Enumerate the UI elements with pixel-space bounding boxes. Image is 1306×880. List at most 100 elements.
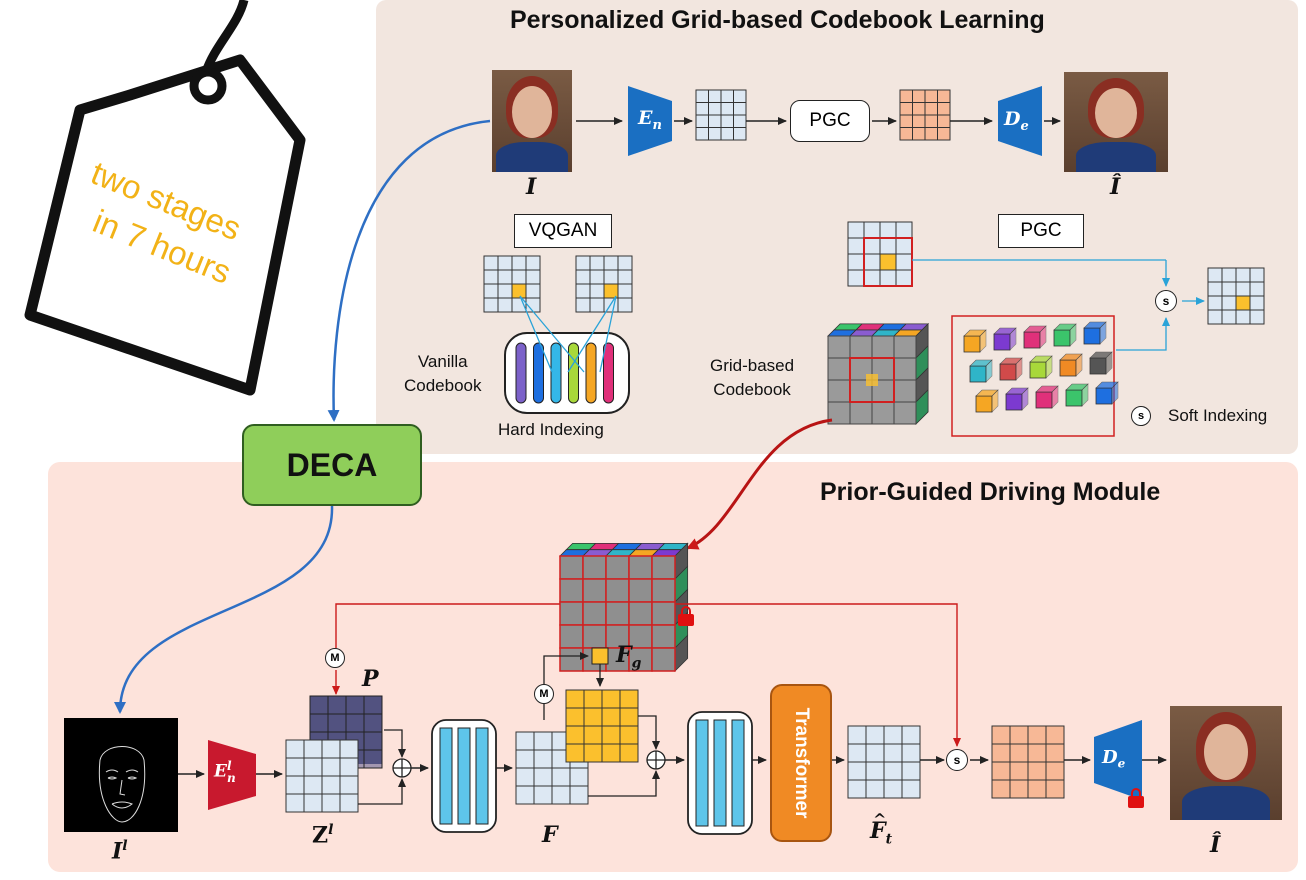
- codebook-vector: [533, 342, 544, 404]
- grid-cell: [1009, 743, 1029, 763]
- cube-front-cell: [651, 555, 676, 580]
- hard-indexing-label: Hard Indexing: [498, 420, 604, 439]
- grid-cell: [695, 102, 709, 116]
- grid-cell: [483, 283, 499, 299]
- cube-front-cell: [849, 401, 873, 425]
- grid-cell: [895, 253, 913, 271]
- grid-cell: [895, 269, 913, 287]
- grid-cell: [1045, 725, 1065, 745]
- grid-cell: [617, 297, 633, 313]
- grid-cell: [285, 757, 305, 777]
- codebook-block-side: [1105, 351, 1113, 375]
- grid-cell: [309, 713, 329, 733]
- cube-front-cell: [651, 578, 676, 603]
- cube-front-cell: [582, 624, 607, 649]
- codebook-block-side: [979, 329, 987, 353]
- grid-line-2: Codebook: [713, 380, 791, 399]
- grid-cell: [924, 127, 938, 141]
- grid-line-1: Grid-based: [710, 356, 795, 375]
- grid-cell: [339, 793, 359, 813]
- grid-cell: [733, 102, 747, 116]
- encoder-shape: [628, 86, 672, 156]
- grid-cell: [1221, 295, 1237, 311]
- cube-front-cell: [893, 379, 917, 403]
- grid-cell: [339, 775, 359, 795]
- decoder-shape: [998, 86, 1042, 156]
- grid-cell: [617, 283, 633, 299]
- grid-cell: [847, 779, 867, 799]
- lock-icon: [678, 606, 694, 626]
- grid-cell: [1027, 761, 1047, 781]
- grid-cell: [533, 731, 553, 751]
- grid-cell: [321, 739, 341, 759]
- landmark-encoder-shape: [208, 740, 256, 810]
- grid-cell: [575, 297, 591, 313]
- grid-cell: [847, 743, 867, 763]
- grid-cell: [733, 127, 747, 141]
- grid-cell: [720, 114, 734, 128]
- grid-cell: [583, 725, 603, 745]
- grid-cell: [565, 725, 585, 745]
- grid-cell: [1009, 779, 1029, 799]
- cube-front-cell: [893, 401, 917, 425]
- codebook-block: [1053, 329, 1071, 347]
- grid-cell: [575, 269, 591, 285]
- vqgan-grid-right: [575, 255, 633, 313]
- grid-cell: [901, 743, 921, 763]
- grid-cell: [847, 221, 865, 239]
- codebook-block-side: [1081, 383, 1089, 407]
- grid-cell: [865, 725, 885, 745]
- grid-cell: [1009, 725, 1029, 745]
- codebook-block: [1035, 391, 1053, 409]
- grid-cell: [879, 237, 897, 255]
- cube-front-cell: [651, 601, 676, 626]
- grid-cell: [1235, 281, 1251, 297]
- grid-cell: [899, 102, 913, 116]
- grid-cell: [733, 114, 747, 128]
- grid-codebook-cube: [827, 322, 930, 425]
- grid-cell: [533, 785, 553, 805]
- encoder-label: En: [638, 107, 662, 133]
- grid-cell: [1221, 267, 1237, 283]
- grid-cell: [883, 761, 903, 781]
- codebook-vector: [550, 342, 562, 404]
- grid-cell: [511, 269, 527, 285]
- grid-cell: [309, 695, 329, 715]
- grid-cell: [619, 707, 639, 727]
- grid-cell: [1027, 779, 1047, 799]
- mask-op-2: M: [534, 684, 554, 704]
- cube-front-cell: [628, 578, 653, 603]
- grid-cell: [619, 725, 639, 745]
- grid-cell: [551, 785, 571, 805]
- mask-symbol: M: [330, 652, 340, 664]
- decoder-label: De: [1004, 108, 1029, 134]
- cube-front-cell: [559, 578, 584, 603]
- grid-cell: [345, 695, 365, 715]
- grid-cell: [1221, 281, 1237, 297]
- grid-cell: [515, 731, 535, 751]
- codebook-block-side: [991, 389, 999, 413]
- codebook-block-side: [1099, 321, 1107, 345]
- soft-indexing-label: Soft Indexing: [1168, 406, 1268, 425]
- grid-cell: [1249, 281, 1265, 297]
- codebook-block: [993, 333, 1011, 351]
- cube-front-cell: [559, 555, 584, 580]
- soft-symbol: s: [953, 753, 961, 767]
- grid-cell: [601, 743, 621, 763]
- grid-cell: [879, 253, 897, 271]
- grid-cell: [321, 775, 341, 795]
- soft-index-op: s: [946, 749, 968, 771]
- grid-cell: [511, 255, 527, 271]
- grid-cell: [1221, 309, 1237, 325]
- cube-front-cell: [827, 335, 851, 359]
- grid-cell: [569, 785, 589, 805]
- grid-cell: [1045, 779, 1065, 799]
- grid-cell: [865, 779, 885, 799]
- grid-cell: [303, 757, 323, 777]
- cube-front-cell: [827, 379, 851, 403]
- grid-cell: [1027, 743, 1047, 763]
- codebook-transfer-arrow: [686, 418, 833, 550]
- grid-cell: [583, 743, 603, 763]
- codebook-block-side: [985, 359, 993, 383]
- grid-cell: [912, 127, 926, 141]
